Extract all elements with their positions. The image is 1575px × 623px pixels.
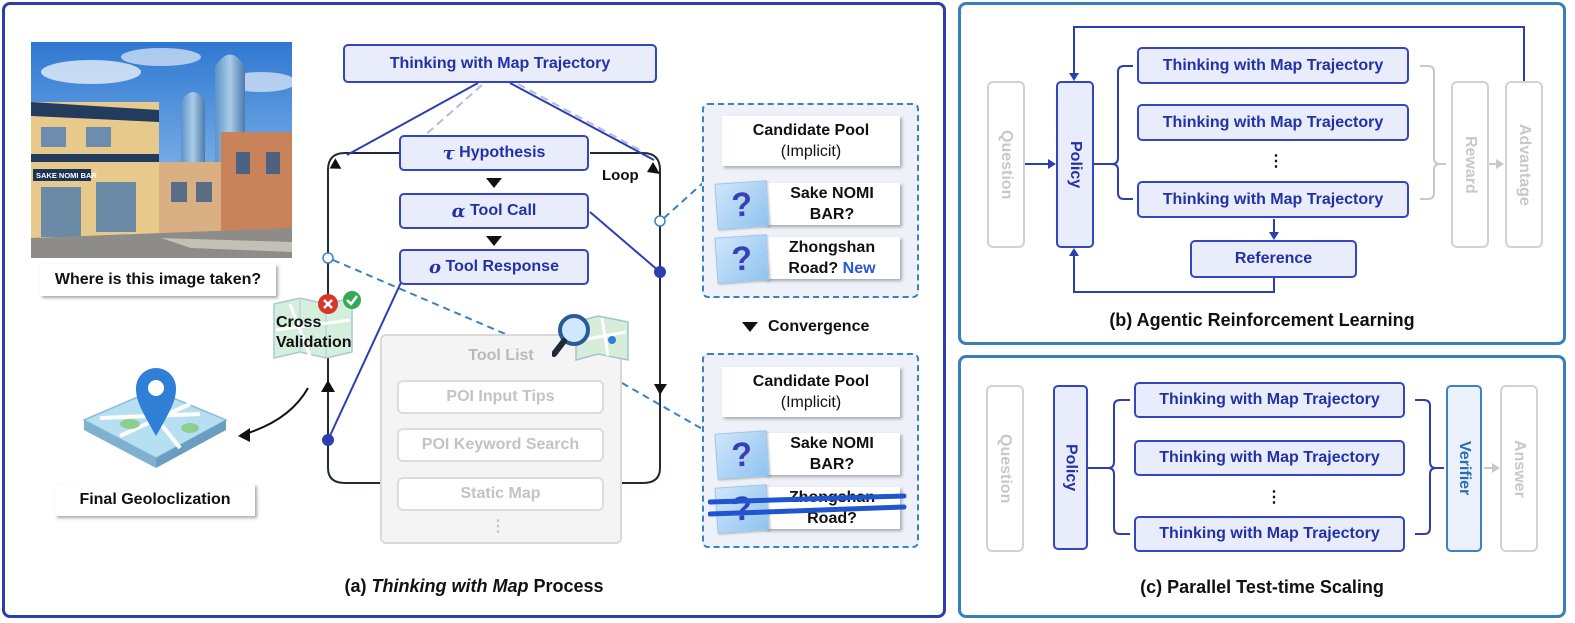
panel-a-connectors	[238, 82, 758, 484]
trajectory-text: Thinking with Map Trajectory	[1162, 190, 1384, 208]
new-badge: New	[842, 260, 876, 277]
reward-text: Reward	[1462, 135, 1479, 194]
candidate-text-line1: Sake NOMI	[790, 435, 874, 452]
tool-response-text: Tool Response	[441, 258, 559, 275]
panel-b-connectors	[1024, 26, 1525, 293]
trajectory-box-c2: Thinking with Map Trajectory	[1134, 440, 1405, 476]
trajectory-text: Thinking with Map Trajectory	[1162, 56, 1384, 74]
convergence-label: Convergence	[768, 318, 870, 335]
street-photo: SAKE NOMI BAR	[31, 42, 292, 258]
reward-box: Reward	[1451, 81, 1489, 248]
alpha-symbol: α	[451, 200, 466, 222]
candidate-sake-nomi-bar: Sake NOMI BAR?	[764, 183, 900, 225]
candidate-pool-bottom-title: Candidate Pool (Implicit)	[722, 367, 900, 417]
caption-italic: Thinking with Map	[371, 576, 529, 596]
reference-text: Reference	[1234, 250, 1313, 267]
question-box-b: Question	[987, 81, 1025, 248]
cross-validation-map-icon	[273, 291, 361, 359]
candidate-sake-nomi-bar: Sake NOMI BAR?	[764, 433, 900, 475]
reference-box: Reference	[1190, 240, 1357, 278]
candidate-text-line2: Road?	[807, 510, 857, 527]
policy-text: Policy	[1067, 140, 1084, 189]
tool-list-title: Tool List	[468, 347, 534, 364]
loop-label: Loop	[602, 167, 639, 184]
caption-suffix: Process	[528, 576, 604, 596]
magnifier-map-icon	[552, 314, 629, 361]
tool-call-box: α Tool Call	[399, 193, 589, 229]
tool-item-text: POI Input Tips	[446, 388, 555, 405]
tool-list-more: ⋮	[490, 518, 506, 535]
o-symbol: o	[429, 256, 442, 278]
question-text: Question	[997, 433, 1014, 504]
panel-agentic-rl	[958, 2, 1566, 345]
trajectory-box-b3: Thinking with Map Trajectory	[1137, 181, 1409, 218]
tool-item-static-map: Static Map	[397, 477, 604, 511]
image-question-label: Where is this image taken?	[40, 264, 276, 296]
candidate-text-line1: Sake NOMI	[790, 185, 874, 202]
trajectory-text: Thinking with Map Trajectory	[1159, 391, 1380, 408]
panel-c-caption: (c) Parallel Test-time Scaling	[1140, 577, 1384, 597]
candidate-text-line2: BAR?	[809, 206, 855, 223]
trajectory-text: Thinking with Map Trajectory	[1162, 113, 1384, 131]
policy-box-c: Policy	[1053, 385, 1088, 550]
tool-item-poi-input-tips: POI Input Tips	[397, 380, 604, 414]
pool-title-line2: (Implicit)	[780, 143, 842, 160]
tool-item-poi-keyword-search: POI Keyword Search	[397, 428, 604, 462]
answer-box: Answer	[1500, 385, 1538, 552]
candidate-text-line1: Zhongshan	[788, 239, 876, 256]
answer-text: Answer	[1511, 439, 1528, 498]
question-icon: ?	[714, 180, 770, 230]
trajectory-text: Thinking with Map Trajectory	[1159, 449, 1380, 466]
verifier-text: Verifier	[1456, 441, 1473, 496]
question-box-c: Question	[986, 385, 1024, 552]
final-geolocalization-label: Final Geoloclization	[55, 484, 255, 516]
hypothesis-text: Hypothesis	[454, 144, 546, 161]
final-geolocalization-text: Final Geoloclization	[79, 491, 231, 508]
shop-sign-text: SAKE NOMI BAR	[36, 171, 97, 180]
pool-title-line2: (Implicit)	[780, 394, 842, 411]
question-text: Question	[998, 129, 1015, 200]
trajectory-header-box: Thinking with Map Trajectory	[343, 44, 657, 83]
tool-response-box: o Tool Response	[399, 249, 589, 285]
cross-validation-line1: Cross	[276, 314, 322, 331]
location-pin-map-icon	[82, 368, 228, 468]
trajectory-box-b2: Thinking with Map Trajectory	[1137, 104, 1409, 141]
tool-item-text: POI Keyword Search	[421, 436, 580, 453]
tau-symbol: τ	[442, 142, 455, 164]
panel-c-connectors	[1088, 399, 1500, 535]
question-icon: ?	[714, 234, 770, 284]
tool-item-text: Static Map	[460, 485, 541, 502]
panel-b-caption: (b) Agentic Reinforcement Learning	[1109, 310, 1415, 330]
trajectory-header-text: Thinking with Map Trajectory	[389, 54, 611, 72]
cross-validation-label: Cross Validation	[276, 313, 352, 353]
verifier-box: Verifier	[1446, 385, 1482, 552]
panel-a-caption: (a) Thinking with Map Process	[2, 576, 946, 597]
question-icon: ?	[714, 430, 770, 480]
tool-call-text: Tool Call	[465, 202, 537, 219]
strikethrough-marks	[708, 493, 907, 517]
panel-parallel-scaling	[958, 355, 1566, 618]
policy-box-b: Policy	[1056, 81, 1094, 248]
cross-validation-line2: Validation	[276, 334, 352, 351]
pool-title-line1: Candidate Pool	[752, 373, 870, 390]
advantage-box: Advantage	[1505, 81, 1543, 248]
image-question-text: Where is this image taken?	[54, 271, 262, 288]
candidate-text-line2: BAR?	[809, 456, 855, 473]
candidate-pool-top-title: Candidate Pool (Implicit)	[722, 116, 900, 166]
ellipsis-c: ⋮	[1266, 489, 1282, 506]
panel-thinking-with-map	[2, 2, 946, 618]
hypothesis-box: τ Hypothesis	[399, 135, 589, 171]
advantage-text: Advantage	[1516, 123, 1533, 206]
candidate-text-line2: Road?	[788, 260, 839, 277]
ellipsis-b: ⋮	[1268, 153, 1284, 170]
trajectory-box-c1: Thinking with Map Trajectory	[1134, 382, 1405, 418]
policy-text: Policy	[1062, 443, 1080, 492]
trajectory-text: Thinking with Map Trajectory	[1159, 525, 1380, 542]
caption-prefix: (a)	[344, 576, 372, 596]
trajectory-box-b1: Thinking with Map Trajectory	[1137, 47, 1409, 84]
trajectory-box-c3: Thinking with Map Trajectory	[1134, 516, 1405, 552]
pool-title-line1: Candidate Pool	[752, 122, 870, 139]
